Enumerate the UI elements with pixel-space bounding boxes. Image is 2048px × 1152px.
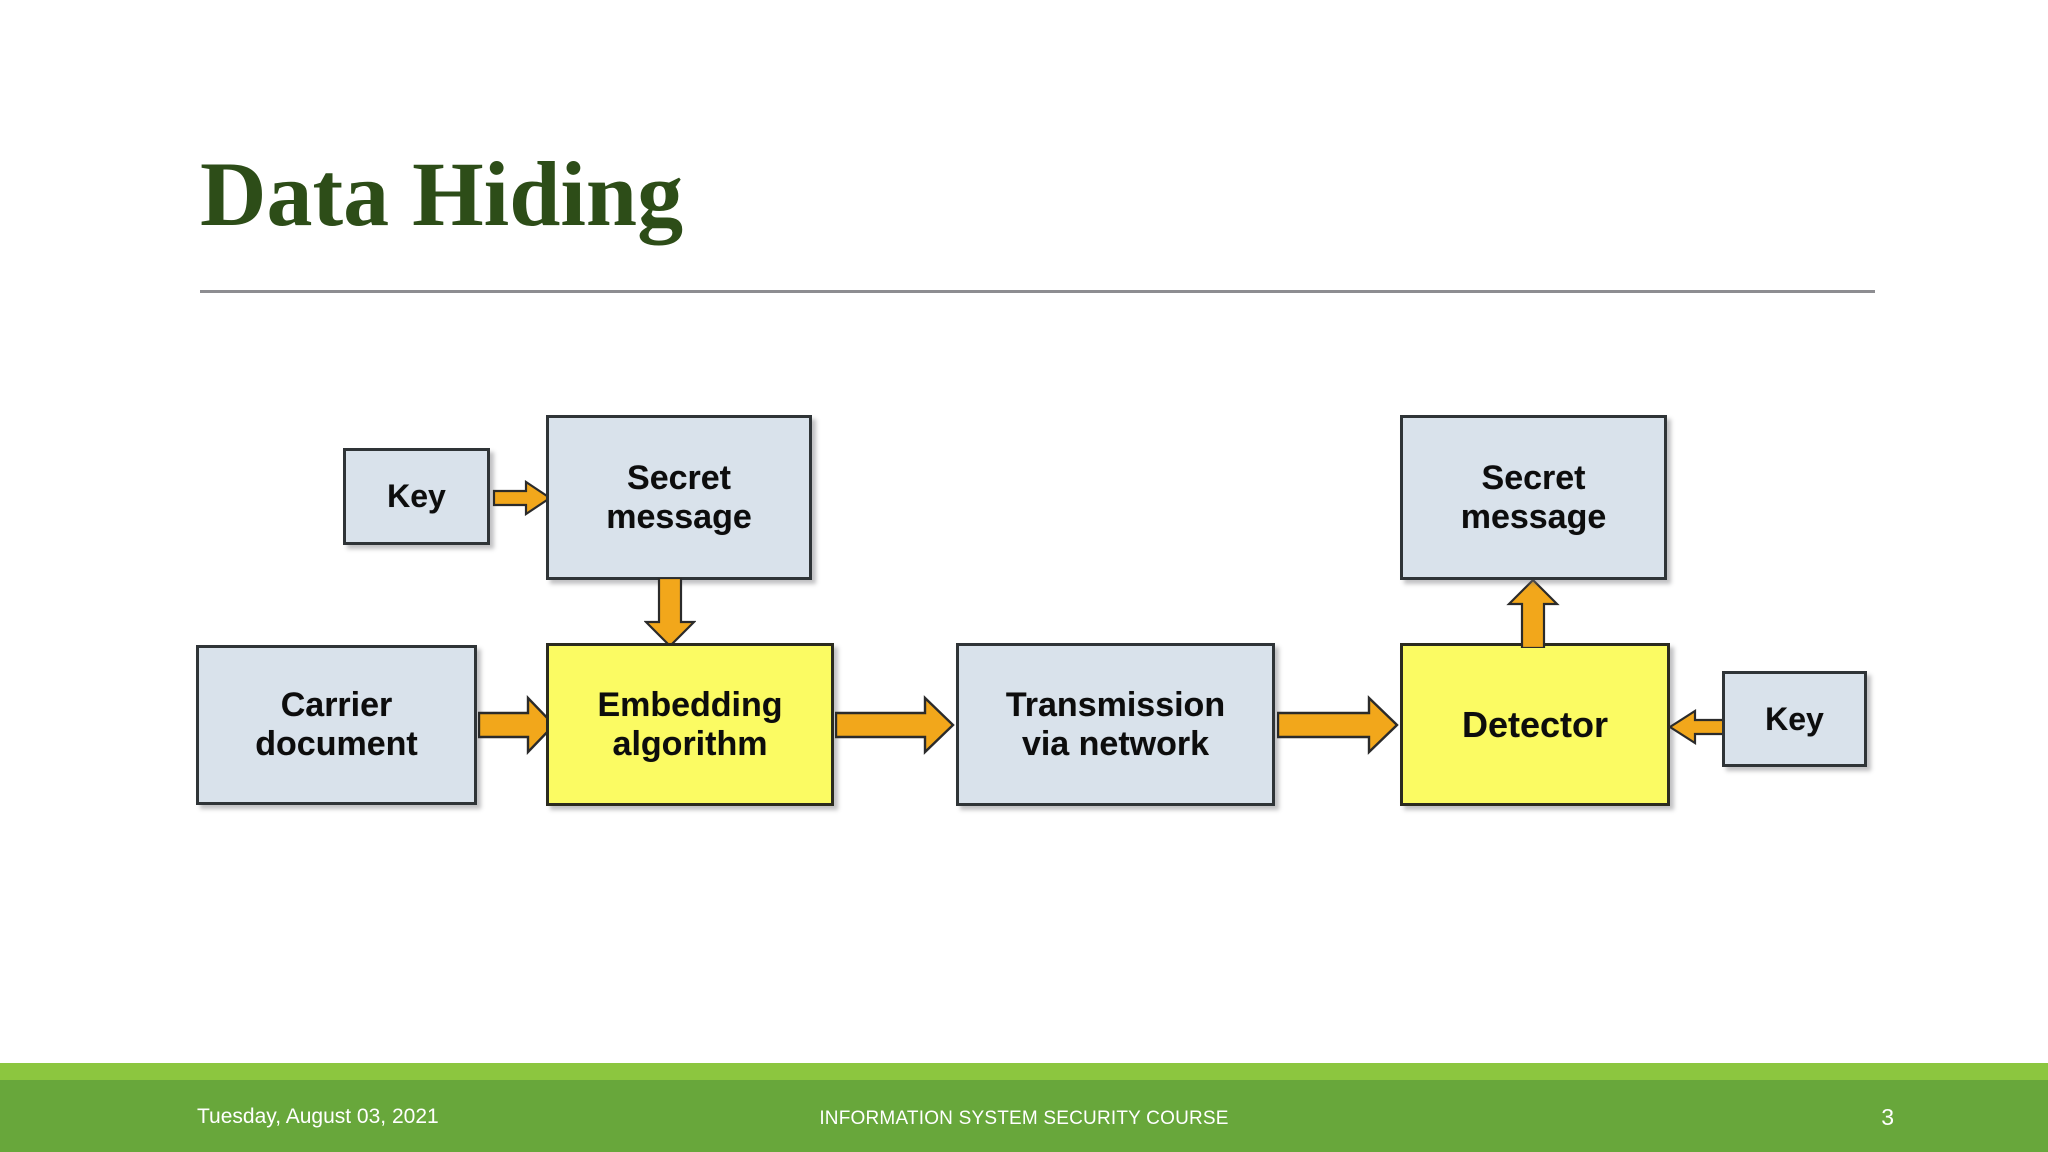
node-transmission: Transmission via network (956, 643, 1275, 806)
node-detector: Detector (1400, 643, 1670, 806)
node-key-right: Key (1722, 671, 1867, 767)
footer-course-name: INFORMATION SYSTEM SECURITY COURSE (819, 1108, 1229, 1129)
node-secret-message-right-line1: Secret (1481, 458, 1586, 497)
title-divider (200, 290, 1875, 293)
node-key-right-label: Key (1765, 700, 1824, 737)
arrow-carrier-to-embedding-icon (478, 695, 556, 755)
node-embedding-algorithm: Embedding algorithm (546, 643, 834, 806)
node-secret-message-left-line2: message (606, 497, 752, 536)
node-secret-message-right-line2: message (1460, 497, 1607, 536)
footer-page-number: 3 (1881, 1104, 1894, 1130)
footer-bar (0, 1080, 2048, 1152)
node-carrier-document: Carrier document (196, 645, 477, 805)
arrow-key-to-secret-icon (492, 480, 552, 516)
footer-accent-strip (0, 1063, 2048, 1080)
node-transmission-line2: via network (1021, 724, 1210, 763)
node-key-left: Key (343, 448, 490, 545)
data-hiding-flowchart: Key Secret message Carrier document (196, 415, 1867, 806)
node-secret-message-right: Secret message (1400, 415, 1667, 580)
node-transmission-line1: Transmission (1005, 685, 1226, 724)
node-secret-message-left: Secret message (546, 415, 812, 580)
page-title: Data Hiding (200, 143, 684, 245)
arrow-embedding-to-transmission-icon (835, 695, 955, 755)
footer-date: Tuesday, August 03, 2021 (197, 1105, 439, 1128)
node-embedding-algorithm-line1: Embedding (597, 685, 783, 724)
node-key-left-label: Key (387, 478, 446, 515)
node-carrier-document-line1: Carrier (280, 686, 393, 725)
node-detector-label: Detector (1461, 703, 1609, 745)
node-secret-message-left-line1: Secret (627, 458, 731, 497)
arrow-detector-to-secret-icon (1506, 578, 1560, 648)
node-carrier-document-line2: document (255, 725, 418, 763)
arrow-secret-to-embedding-icon (644, 578, 696, 648)
arrow-key-to-detector-icon (1667, 709, 1729, 745)
arrow-transmission-to-detector-icon (1277, 695, 1399, 755)
node-embedding-algorithm-line2: algorithm (612, 724, 768, 763)
